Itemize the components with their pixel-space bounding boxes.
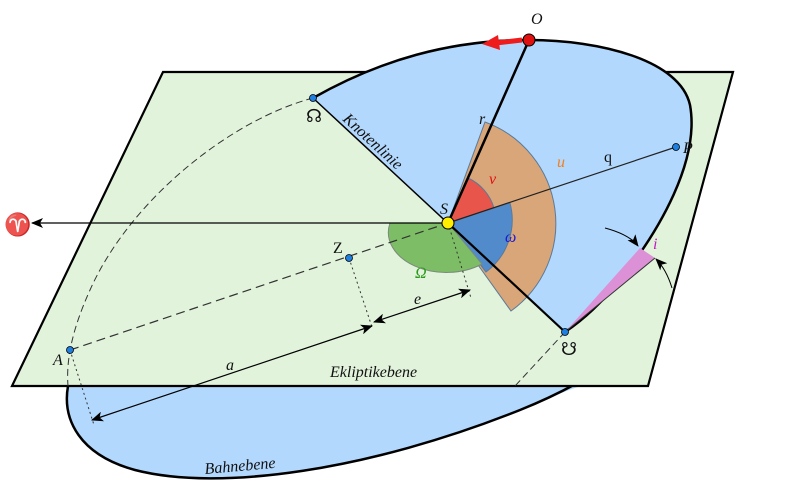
argument-of-periapsis-sector xyxy=(447,202,513,273)
eccentricity-dimension xyxy=(373,288,471,324)
semi-major-axis-dimension xyxy=(91,324,373,422)
body-point[interactable] xyxy=(522,33,536,47)
orbit-plane-label: Bahnebene xyxy=(204,455,276,478)
center-perpendicular xyxy=(348,257,373,328)
sun-perpendicular xyxy=(447,222,472,299)
vernal-equinox-symbol: ♈ xyxy=(4,212,31,237)
periapsis-line xyxy=(447,146,677,224)
center-point[interactable] xyxy=(345,254,353,262)
orbit-lower-edge xyxy=(65,359,613,480)
inclination-wedge xyxy=(565,248,655,332)
periapsis-label: P xyxy=(682,140,693,157)
sun-label: S xyxy=(440,201,448,218)
ascending-node-point[interactable] xyxy=(309,94,317,102)
node-line-thick xyxy=(447,222,566,333)
inclination-label: i xyxy=(653,236,657,253)
true-anomaly-label: ν xyxy=(489,171,497,188)
apoapsis-label: A xyxy=(52,352,63,369)
inclination-arrow-bottom xyxy=(655,258,673,289)
periapsis-point[interactable] xyxy=(672,143,680,151)
longitude-of-node-sector xyxy=(387,222,483,273)
velocity-arrow-shaft xyxy=(495,37,523,46)
sun-point[interactable] xyxy=(441,216,455,230)
apoapsis-point[interactable] xyxy=(66,346,74,354)
descending-node-point[interactable] xyxy=(561,328,569,336)
velocity-arrow-head xyxy=(482,35,500,50)
descending-node-symbol: ☋ xyxy=(561,339,577,359)
apoapsis-perpendicular xyxy=(69,349,95,426)
eccentricity-label: e xyxy=(414,291,421,308)
apsidal-line xyxy=(69,222,449,351)
center-label: Z xyxy=(333,240,343,257)
inclination-edge xyxy=(564,257,656,333)
ascending-node-symbol: ☊ xyxy=(306,106,322,126)
body-label: O xyxy=(531,11,543,28)
argument-of-latitude-label: u xyxy=(557,154,565,171)
argument-of-periapsis-label: ω xyxy=(505,229,516,246)
longitude-of-node-label: Ω xyxy=(415,265,427,282)
orbit-plane-lower xyxy=(66,379,649,479)
radius-vector xyxy=(446,39,531,224)
radius-label: r xyxy=(479,111,486,128)
inclination-arrow-top xyxy=(604,227,639,247)
semi-major-axis-label: a xyxy=(226,357,234,374)
ecliptic-plane-label: Ekliptikebene xyxy=(329,364,417,381)
descending-dashed xyxy=(514,331,566,387)
periapsis-distance-label: q xyxy=(604,149,612,166)
